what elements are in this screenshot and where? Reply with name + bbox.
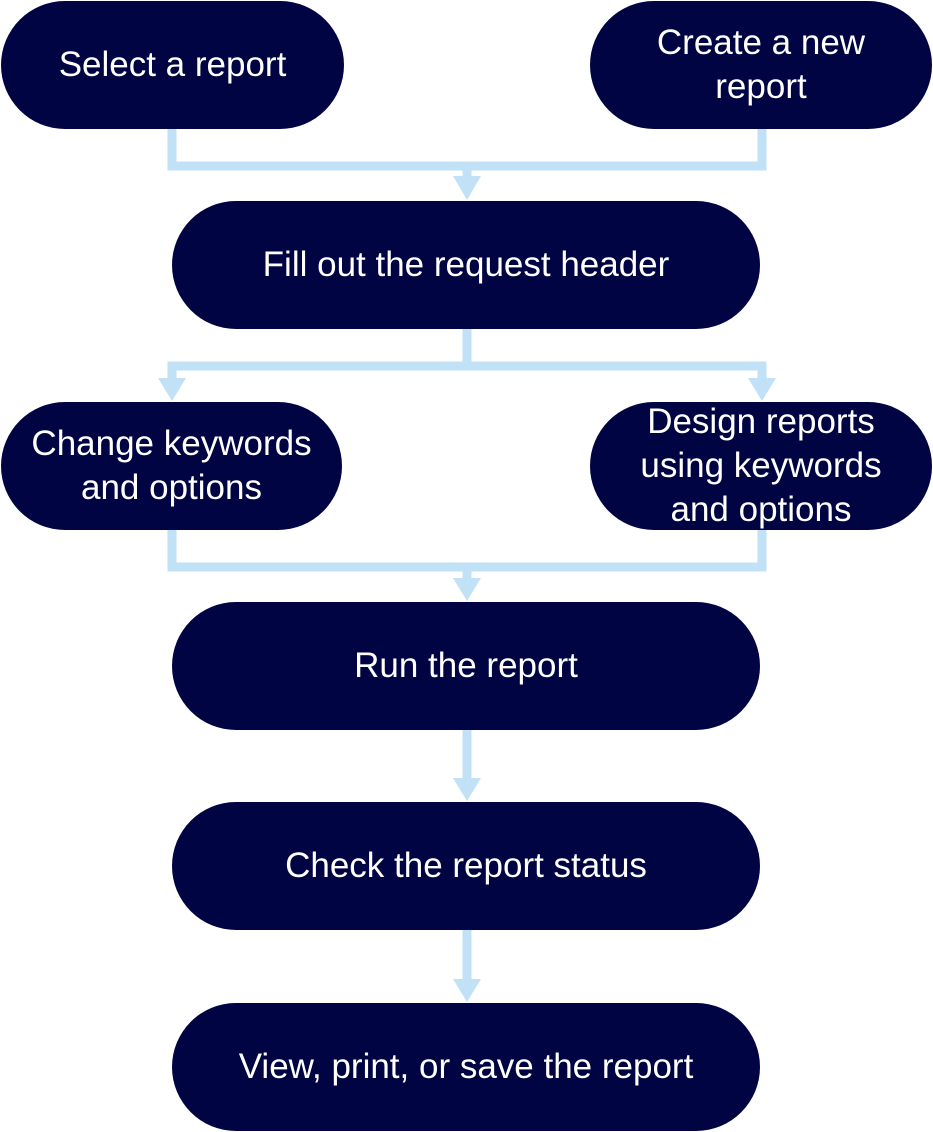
step-label: Check the report status — [285, 846, 647, 885]
step-label: View, print, or save the report — [238, 1047, 694, 1086]
step-label: Run the report — [354, 646, 578, 685]
connector-fill-to-design — [467, 361, 767, 382]
arrowhead-to-run — [453, 578, 481, 601]
step-design-reports: Design reports using keywords and option… — [590, 402, 932, 530]
connector-select-to-fill — [167, 128, 767, 171]
step-label: Design reports using keywords and option… — [640, 402, 882, 529]
arrowhead-to-change — [158, 378, 186, 401]
step-select-report: Select a report — [1, 1, 344, 129]
step-check-report-status: Check the report status — [172, 802, 760, 930]
arrowhead-to-view — [453, 979, 481, 1002]
connector-fill-split — [167, 329, 472, 382]
arrowhead-to-check — [453, 778, 481, 801]
step-label: Fill out the request header — [262, 245, 670, 284]
step-label: Create a new report — [656, 23, 866, 106]
step-view-print-save: View, print, or save the report — [172, 1003, 760, 1131]
step-create-new-report: Create a new report — [590, 1, 932, 129]
step-label: Select a report — [58, 45, 287, 84]
arrowhead-to-fill — [453, 176, 481, 200]
step-label: Change keywords and options — [31, 424, 312, 507]
step-fill-request-header: Fill out the request header — [172, 201, 760, 329]
step-change-keywords-options: Change keywords and options — [1, 402, 342, 530]
arrowhead-to-design — [748, 378, 776, 401]
connector-change-design-merge — [167, 530, 767, 572]
step-run-report: Run the report — [172, 602, 760, 730]
